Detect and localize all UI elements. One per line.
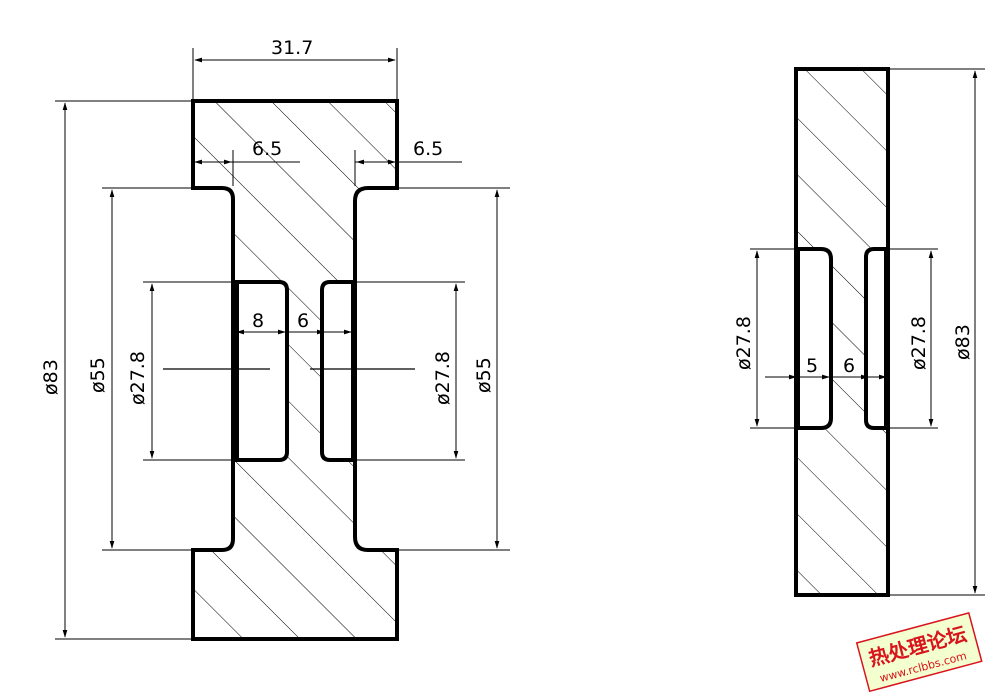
dim-right-bore-left-label: ø27.8 (733, 316, 755, 370)
dim-bore-depth-right-label: 6 (297, 310, 309, 332)
dim-recess-right-label: ø55 (473, 357, 495, 393)
right-bore-pocket-right (864, 247, 888, 430)
dim-width-label: 31.7 (271, 37, 313, 59)
dim-recess-left-label: ø55 (87, 357, 109, 393)
dim-bore-depth-left-label: 8 (252, 310, 264, 332)
dim-bore-right-label: ø27.8 (432, 351, 454, 405)
left-bore-pocket-right (320, 280, 355, 462)
dim-right-bore-right-label: ø27.8 (908, 316, 930, 370)
left-section-view: 31.7 ø83 ø55 ø27.8 ø27.8 ø55 6.5 (40, 37, 510, 641)
dim-recess-depth-left-label: 6.5 (252, 138, 282, 160)
dim-right-outer-label: ø83 (952, 324, 974, 360)
dim-right-depth-right-label: 6 (843, 355, 855, 377)
right-bore-pocket-left (796, 247, 833, 430)
dim-outer-left-label: ø83 (40, 359, 62, 395)
left-body-outline (191, 99, 399, 641)
dim-bore-left-label: ø27.8 (127, 351, 149, 405)
left-body-hatch (193, 101, 397, 639)
right-section-view: ø83 ø27.8 ø27.8 5 6 (733, 67, 985, 597)
dim-right-depth-left-label: 5 (806, 355, 818, 377)
dim-recess-depth-right-label: 6.5 (413, 138, 443, 160)
left-bore-pocket-left (235, 280, 289, 462)
watermark-stamp: 热处理论坛 www.rclbbs.com (855, 612, 983, 693)
